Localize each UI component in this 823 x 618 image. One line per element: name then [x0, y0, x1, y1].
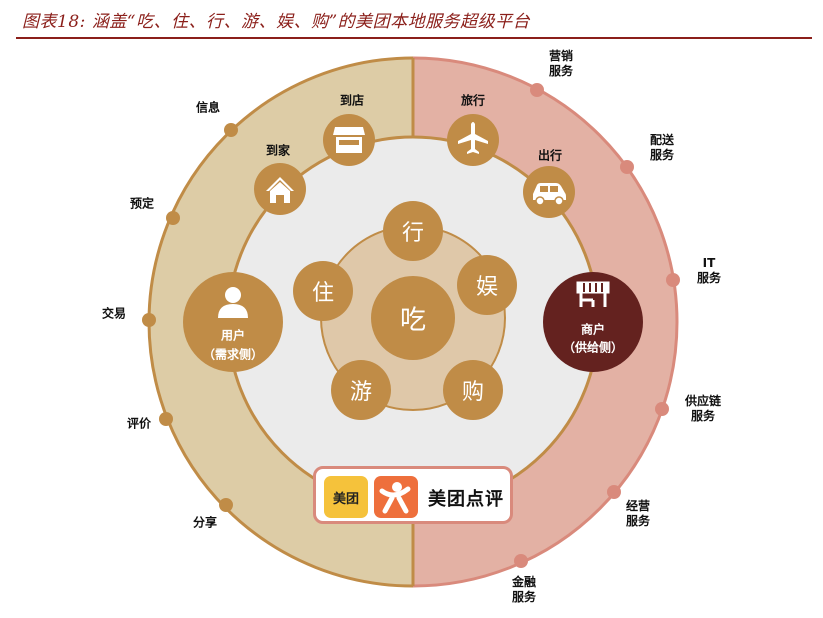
dot-share [219, 498, 233, 512]
airplane-icon [458, 122, 488, 154]
satellite-label: 行 [401, 221, 425, 246]
dot-transaction [142, 313, 156, 327]
scene-label-mobility: 出行 [537, 148, 563, 163]
satellite-xing [383, 201, 443, 261]
satellite-label: 游 [349, 380, 373, 405]
core-center-label: 吃 [399, 305, 427, 336]
storefront-icon [576, 281, 610, 307]
dot-booking [166, 211, 180, 225]
dot-operations [607, 485, 621, 499]
dot-delivery [620, 160, 634, 174]
merchant-label: 商户 [580, 322, 606, 337]
title-underline [16, 37, 812, 39]
user-function-label: 交易 [101, 306, 127, 321]
store-icon [333, 127, 365, 153]
dot-review [159, 412, 173, 426]
user-function-label: 分享 [192, 515, 218, 530]
figure-title: 图表18: 涵盖“吃、住、行、游、娱、购”的美团本地服务超级平台 [22, 12, 531, 32]
merchant-service-label: 营销服务 [548, 49, 574, 78]
scene-label-home: 到家 [265, 143, 291, 158]
user-function-label: 信息 [195, 100, 221, 115]
dot-it [666, 273, 680, 287]
meituan-logo: 美团 [324, 476, 368, 518]
satellite-label: 住 [311, 281, 335, 306]
satellite-label: 购 [461, 380, 485, 405]
merchant-service-label: 供应链服务 [684, 394, 722, 423]
core-center [371, 276, 455, 360]
satellite-zhu [293, 261, 353, 321]
scene-label-store: 到店 [339, 93, 365, 108]
dot-supply-chain [655, 402, 669, 416]
merchant-service-label: 配送服务 [649, 133, 675, 162]
user-node [183, 272, 283, 372]
brand-name: 美团点评 [428, 489, 504, 510]
dot-marketing [530, 83, 544, 97]
car-icon [533, 183, 566, 206]
satellite-yu [457, 255, 517, 315]
satellite-label: 娱 [475, 275, 499, 300]
dot-finance [514, 554, 528, 568]
satellite-you [331, 360, 391, 420]
merchant-node [543, 272, 643, 372]
dianping-logo-icon [374, 476, 418, 518]
home-icon [266, 177, 294, 203]
user-function-label: 预定 [129, 196, 155, 211]
merchant-service-label: 经营服务 [625, 499, 651, 528]
user-function-label: 评价 [126, 416, 152, 431]
user-label: 用户 [220, 328, 246, 343]
merchant-sublabel: （供给侧） [562, 340, 624, 355]
user-sublabel: （需求侧） [202, 347, 264, 362]
dot-info [224, 123, 238, 137]
satellite-gou [443, 360, 503, 420]
merchant-service-label: 金融服务 [511, 575, 537, 604]
scene-label-travel: 旅行 [460, 93, 486, 108]
brand-box: 美团 美团点评 [313, 466, 513, 524]
person-icon [218, 287, 248, 318]
